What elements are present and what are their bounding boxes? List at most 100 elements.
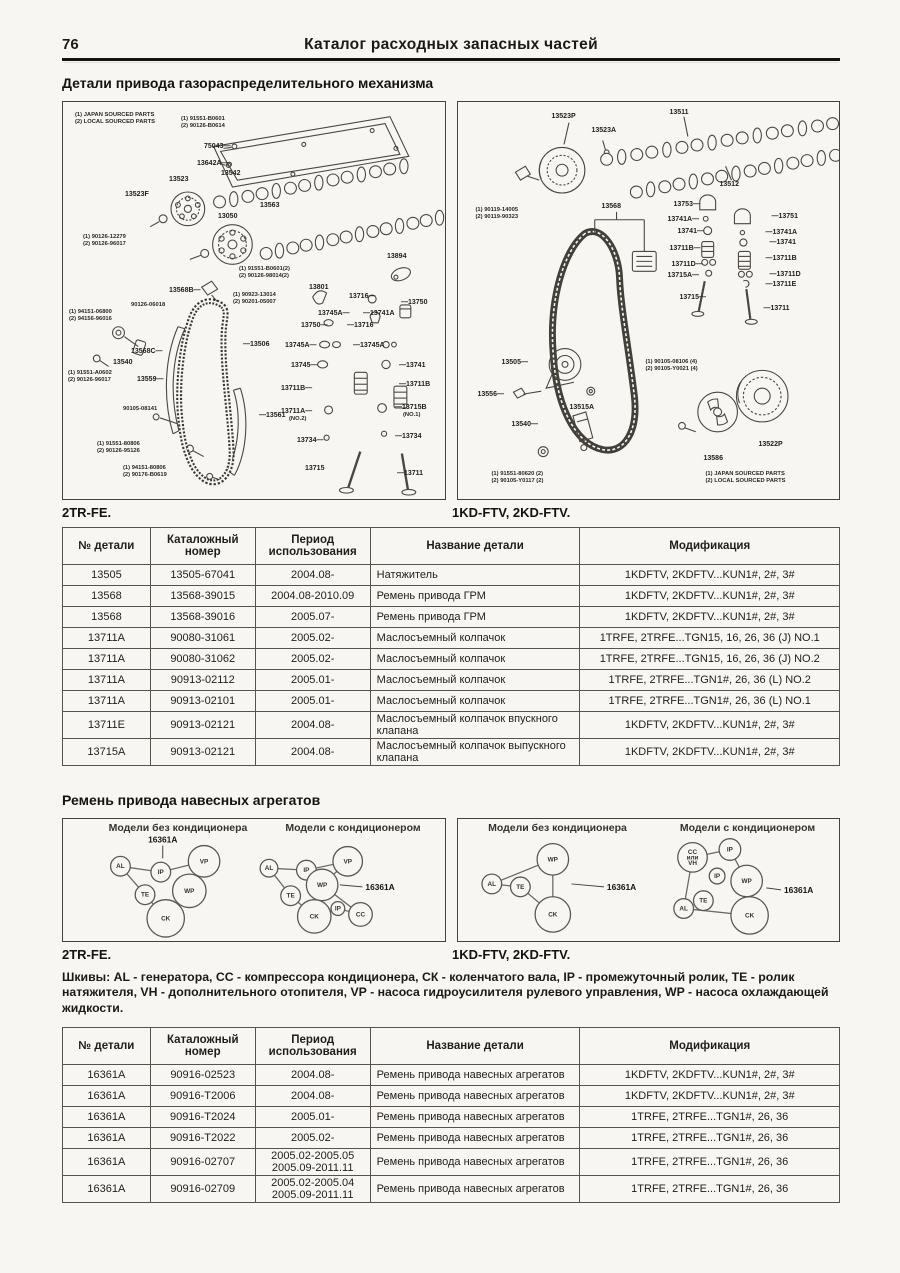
camshaft-lobe (780, 123, 794, 137)
belt-captions: 2TR-FE. 1KD-FTV, 2KD-FTV. (62, 947, 840, 962)
camshaft-lobe (314, 174, 324, 191)
belt-title-no-ac: Модели без кондиционера (108, 821, 248, 834)
caption-2trfe: 2TR-FE. (62, 504, 112, 520)
cell: 16361A (62, 1175, 151, 1204)
pulley-legend: Шкивы: AL - генератора, СС - компрессора… (62, 970, 840, 1018)
camshaft-lobe (645, 180, 655, 197)
pulley-al (672, 897, 694, 919)
page-header: 76 Каталог расходных запасных частей (62, 36, 840, 54)
section-title-timing: Детали привода газораспределительного ме… (62, 74, 434, 91)
pulley-label: VP (343, 858, 352, 865)
cell: Маслосъемный колпачок впускного клапана (369, 710, 581, 739)
timing-belt-drawing (512, 116, 839, 457)
cell: Маслосъемный колпачок (369, 626, 581, 649)
cell: Маслосъемный колпачок выпускного клапана (369, 737, 581, 766)
cell: 1KDFTV, 2KDFTV...KUN1#, 2#, 3# (579, 563, 840, 586)
cell: 13568 (62, 584, 151, 607)
camshaft-lobe (674, 140, 688, 154)
pulley-label: VP (200, 858, 209, 865)
pulley-te (509, 875, 531, 897)
pulley-wp (171, 872, 207, 908)
cell: 16361A (62, 1148, 151, 1177)
cell: 16361A (62, 1085, 151, 1108)
camshaft-lobe (616, 148, 626, 165)
pulley-ip (330, 900, 346, 916)
pulley-wp (305, 868, 339, 901)
camshaft-lobe (629, 147, 643, 161)
cell: Ремень привода навесных агрегатов (369, 1148, 581, 1177)
cell: 13568-39015 (149, 584, 256, 607)
pulley-al (259, 858, 279, 878)
cell: 90080-31062 (149, 647, 256, 670)
camshaft-lobe (259, 246, 273, 260)
cell: Ремень привода навесных агрегатов (369, 1127, 581, 1150)
camshaft-lobe (700, 171, 714, 185)
camshaft-lobe (379, 221, 393, 235)
legend-lead: Шкивы: (62, 969, 111, 984)
cell: Ремень привода навесных агрегатов (369, 1085, 581, 1108)
camshaft-lobe (326, 172, 340, 186)
cell: 90080-31061 (149, 626, 256, 649)
timing-chain-drawing (92, 115, 445, 496)
cell: 2005.01- (254, 1106, 371, 1129)
pulley-ip (717, 837, 741, 861)
cell: 90916-02523 (149, 1064, 256, 1087)
cell: 13711A (62, 647, 151, 670)
cell: 2005.02-2005.04 2005.09-2011.11 (254, 1175, 371, 1204)
belt-part-number: 16361A (365, 881, 394, 891)
camshaft-lobe (286, 240, 300, 254)
cell: 1TRFE, 2TRFE...TGN15, 16, 26, 36 (J) NO.… (579, 626, 840, 649)
cell: 16361A (62, 1127, 151, 1150)
pulley-label: WP (547, 856, 558, 863)
cell: 13505 (62, 563, 151, 586)
camshaft-lobe (274, 242, 285, 259)
part-leader (570, 882, 604, 887)
pulley-label: TE (516, 883, 524, 890)
pulley-label: IP (726, 846, 733, 853)
pulley-vp (187, 844, 221, 878)
cell: 13568-39016 (149, 605, 256, 628)
camshaft-lobe (730, 165, 741, 182)
pulley-label: AL (679, 905, 688, 912)
cell: 1TRFE, 2TRFE...TGN15, 16, 26, 36 (J) NO.… (579, 647, 840, 670)
pulley-al (109, 855, 131, 877)
cell: 13715A (62, 737, 151, 766)
pulley-te (280, 884, 302, 906)
camshaft-lobe (356, 165, 367, 182)
cell: 2005.02- (254, 1127, 371, 1150)
belt-title-no-ac: Модели без кондиционера (488, 821, 627, 834)
page-number: 76 (62, 36, 79, 53)
camshaft-lobe (825, 116, 839, 130)
camshaft-lobe (283, 181, 297, 195)
cell: 2005.02- (254, 626, 371, 649)
camshaft-lobe (797, 119, 807, 136)
cell: 2004.08- (254, 710, 371, 739)
cell: 16361A (62, 1064, 151, 1087)
cell: 2005.02- (254, 647, 371, 670)
pulley-ip (150, 861, 172, 883)
camshaft-lobe (399, 157, 409, 174)
cell: Ремень привода навесных агрегатов (369, 1106, 581, 1129)
camshaft-lobe (629, 185, 643, 198)
camshaft-lobe (657, 179, 671, 193)
cell: 2005.01- (254, 689, 371, 712)
cell: 1TRFE, 2TRFE...TGN1#, 26, 36 (579, 1148, 840, 1177)
camshaft-lobe (816, 149, 826, 166)
camshaft-lobe (720, 133, 734, 147)
pulley-ck (146, 898, 186, 938)
column-header: Каталожный номер (149, 526, 256, 565)
column-header: Название детали (369, 526, 581, 565)
camshaft-lobe (644, 145, 658, 159)
cell: 90913-02112 (149, 668, 256, 691)
